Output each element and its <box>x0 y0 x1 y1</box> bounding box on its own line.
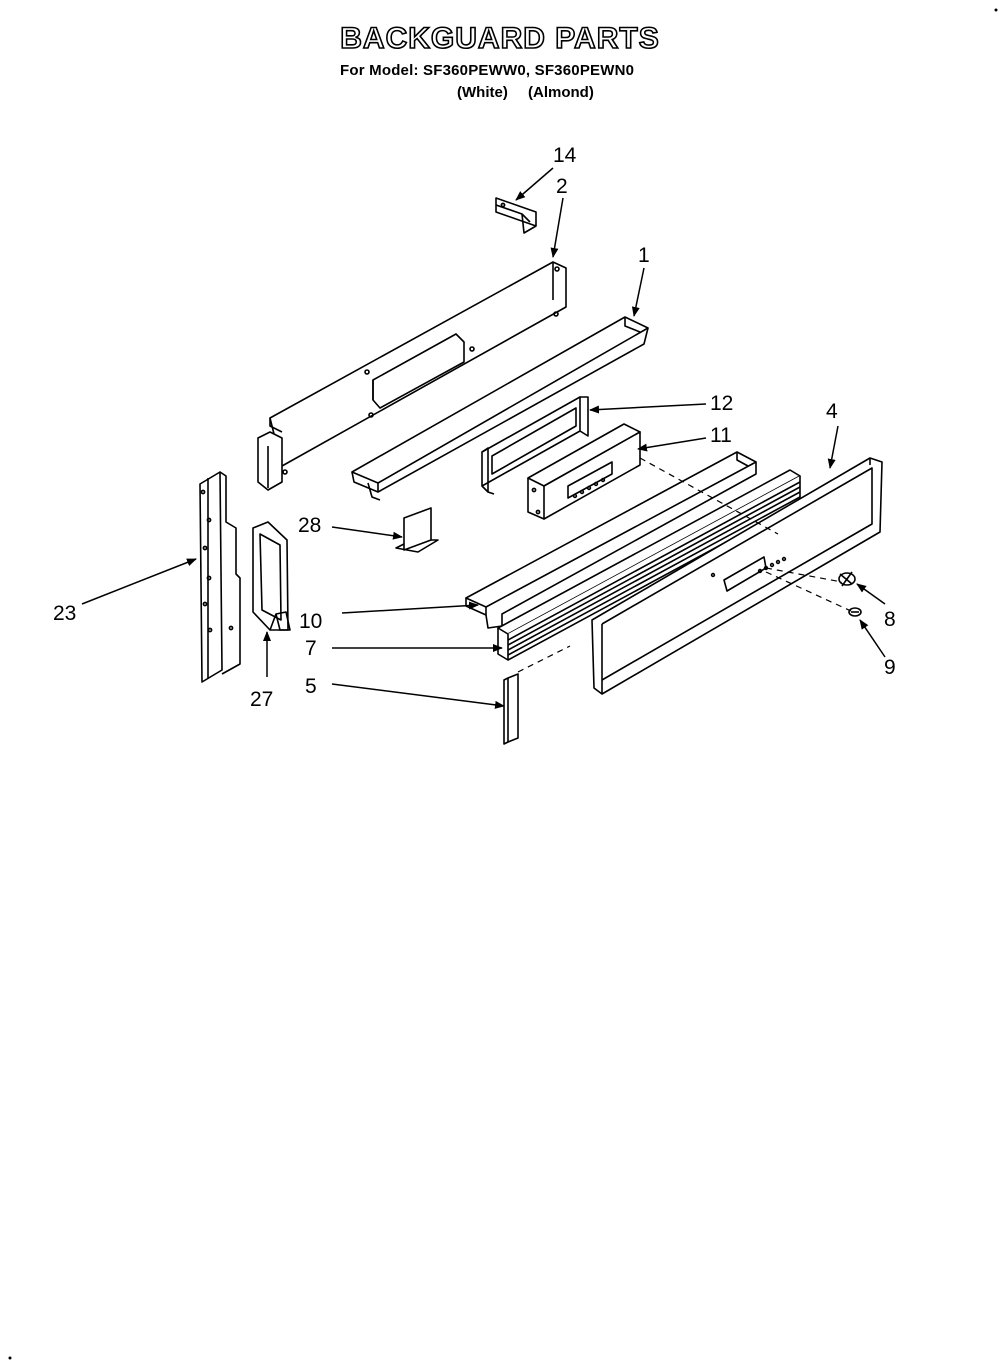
part-4-control-panel <box>591 457 883 695</box>
callout-14: 14 <box>553 144 577 167</box>
part-14-bracket <box>495 197 537 234</box>
part-28-clip <box>395 507 439 553</box>
callout-10: 10 <box>299 610 322 633</box>
alignment-lines <box>517 457 852 673</box>
part-1-trim-channel <box>351 316 649 501</box>
callout-11: 11 <box>710 424 732 447</box>
callout-1: 1 <box>638 244 650 267</box>
part-27-end-cap-frame <box>252 521 291 631</box>
part-8-knob <box>838 571 856 587</box>
part-11-clock-module <box>527 423 641 520</box>
part-23-end-bracket <box>199 471 241 683</box>
scan-speck <box>994 8 998 12</box>
part-7-trim-strip <box>497 469 801 661</box>
scan-speck <box>8 1356 12 1360</box>
callout-2: 2 <box>556 175 568 198</box>
part-12-clock-bracket <box>481 396 589 495</box>
color-line: (White) (Almond) <box>457 84 610 101</box>
model-line: For Model: SF360PEWW0, SF360PEWN0 <box>340 62 635 79</box>
leader-lines <box>81 167 886 709</box>
part-5-end-cap <box>503 673 519 745</box>
part-10-support-channel <box>465 451 757 629</box>
page-title: BACKGUARD PARTS <box>339 21 660 56</box>
callout-27: 27 <box>250 688 273 711</box>
callout-9: 9 <box>884 656 896 679</box>
color-almond-label: (Almond) <box>528 84 594 101</box>
callout-8: 8 <box>884 608 896 631</box>
part-9-insert <box>848 607 862 617</box>
callout-4: 4 <box>826 400 838 423</box>
part-2-rear-panel <box>257 261 567 491</box>
callout-28: 28 <box>298 514 321 537</box>
callout-5: 5 <box>305 675 317 698</box>
callout-7: 7 <box>305 637 317 660</box>
callout-labels: 14 2 1 12 11 4 28 23 10 7 5 27 8 9 <box>53 144 896 711</box>
callout-23: 23 <box>53 602 76 625</box>
callout-12: 12 <box>710 392 733 415</box>
color-white-label: (White) <box>457 84 508 101</box>
